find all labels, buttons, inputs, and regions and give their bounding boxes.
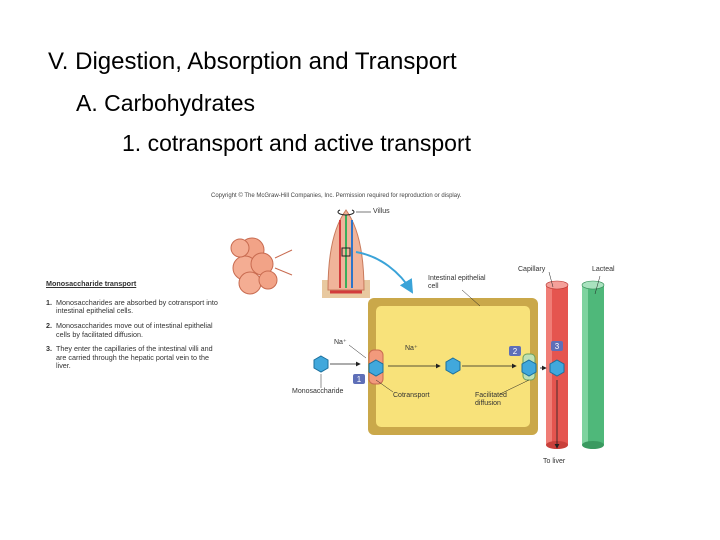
label-to-liver: To liver (543, 458, 566, 465)
svg-text:1: 1 (357, 375, 362, 384)
step-badge-1: 1 (353, 374, 365, 384)
monosaccharide-hexagon (313, 355, 329, 373)
leader-line (461, 289, 481, 307)
lacteal-vessel (581, 280, 605, 449)
label-capillary: Capillary (518, 266, 546, 273)
heading-level-1: V. Digestion, Absorption and Transport (48, 48, 457, 75)
heading-level-3: 1. cotransport and active transport (122, 130, 472, 156)
label-monosaccharide: Monosaccharide (292, 388, 344, 395)
svg-text:2: 2 (513, 347, 518, 356)
label-cotransport: Cotransport (393, 392, 430, 399)
figure-copyright: Copyright © The McGraw-Hill Companies, I… (211, 193, 462, 199)
label-facilitated-diffusion: Facilitated diffusion (475, 392, 507, 408)
monosaccharide-hexagon (368, 359, 384, 377)
label-lacteal: Lacteal (592, 266, 615, 273)
figure-legend: Monosaccharide transport 1. Monosacchari… (46, 279, 221, 377)
label-intestinal-cell: Intestinal epithelial cell (428, 275, 486, 291)
legend-title: Monosaccharide transport (46, 279, 137, 288)
legend-step-3-num: 3. (46, 344, 52, 354)
heading-level-2: A. Carbohydrates (76, 90, 255, 116)
legend-step-1-text: Monosaccharides are absorbed by cotransp… (56, 297, 218, 316)
leader-line (594, 275, 601, 295)
legend-step-2-text: Monosaccharides move out of intestinal e… (56, 320, 213, 339)
legend-step-1: 1. Monosaccharides are absorbed by cotra… (46, 297, 221, 316)
leader-line (375, 379, 394, 393)
legend-step-3-text: They enter the capillaries of the intest… (56, 344, 213, 371)
label-na-outside: Na⁺ (334, 339, 347, 346)
zoom-arrow (355, 251, 414, 294)
monosaccharide-hexagon (521, 359, 537, 377)
monosaccharide-hexagon (445, 357, 461, 375)
step-badge-3: 3 (551, 341, 563, 351)
villus-illustration (322, 209, 371, 298)
leader-line (548, 271, 554, 288)
label-na-inside: Na⁺ (405, 345, 418, 352)
step-badge-2: 2 (509, 346, 521, 356)
svg-text:3: 3 (555, 342, 560, 351)
small-intestine-illustration (230, 237, 293, 295)
legend-step-1-num: 1. (46, 297, 52, 307)
leader-line (499, 379, 530, 395)
monosaccharide-hexagon (549, 359, 565, 377)
legend-step-3: 3. They enter the capillaries of the int… (46, 344, 221, 371)
legend-step-2-num: 2. (46, 320, 52, 330)
leader-line (348, 344, 367, 359)
legend-step-2: 2. Monosaccharides move out of intestina… (46, 320, 221, 339)
label-villus: Villus (373, 208, 390, 215)
